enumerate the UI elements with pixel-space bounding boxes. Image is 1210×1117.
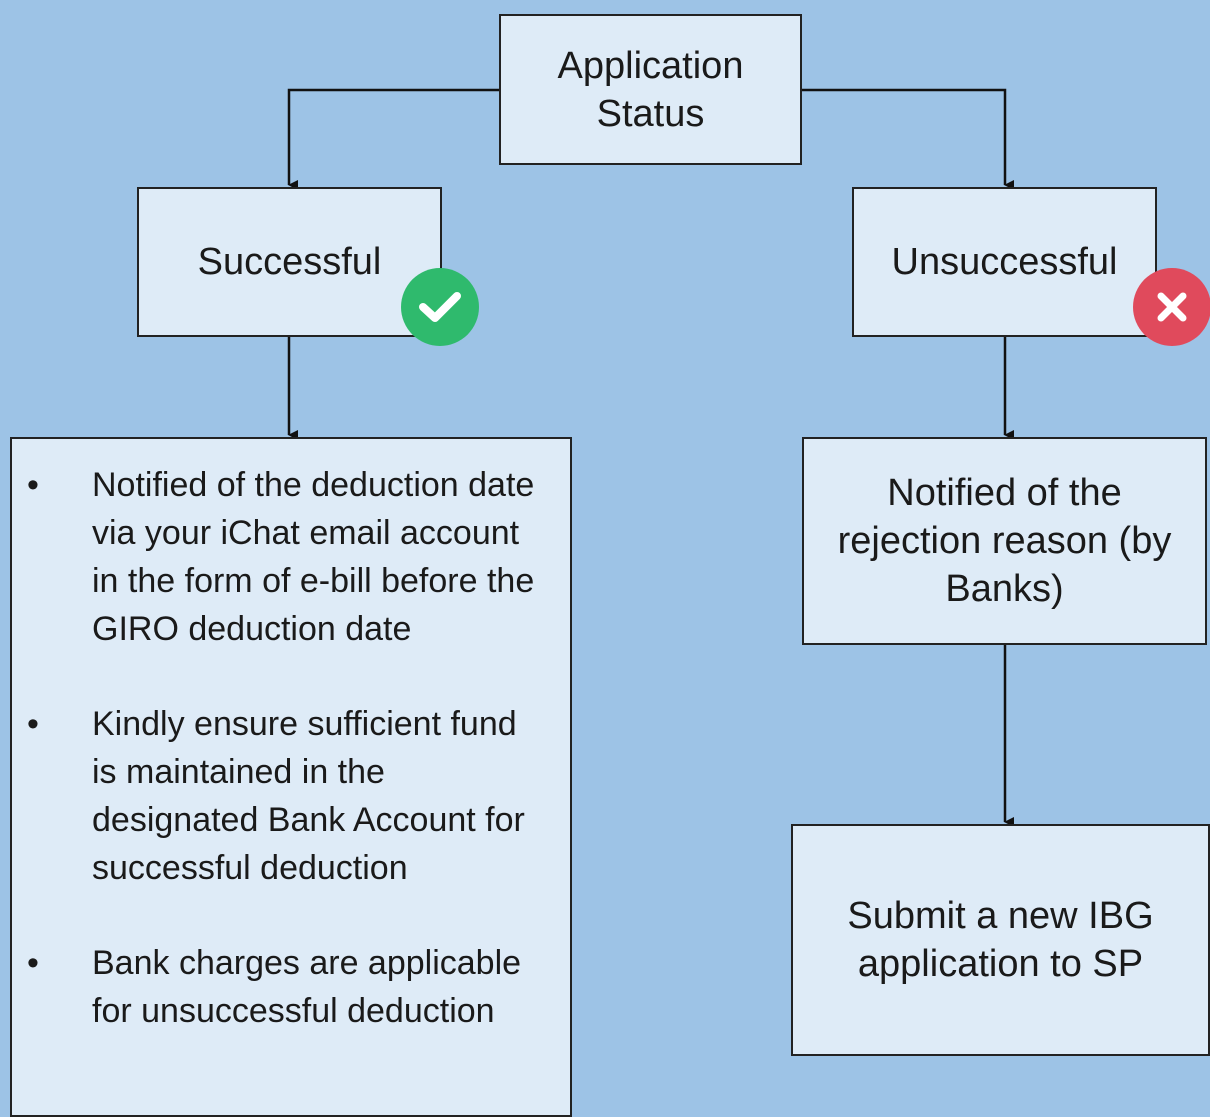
detail-text: Kindly ensure sufficient fund is maintai… bbox=[92, 705, 525, 887]
check-circle-icon bbox=[401, 268, 479, 346]
unsuccessful-label: Unsuccessful bbox=[891, 241, 1118, 283]
successful-label: Successful bbox=[197, 241, 382, 283]
application-status-node: Application Status bbox=[499, 14, 802, 165]
success-details-list: • Notified of the deduction date via you… bbox=[12, 461, 550, 1035]
rejection-reason-label: Notified of the rejection reason (by Ban… bbox=[837, 472, 1172, 610]
detail-text: Bank charges are applicable for unsucces… bbox=[92, 944, 522, 1030]
bullet: • bbox=[27, 944, 39, 982]
list-item: • Bank charges are applicable for unsucc… bbox=[12, 939, 550, 1035]
application-status-label: Application Status bbox=[557, 44, 744, 135]
connector-status-to-successful bbox=[287, 88, 499, 190]
success-details-node: • Notified of the deduction date via you… bbox=[10, 437, 572, 1117]
resubmit-node: Submit a new IBG application to SP bbox=[791, 824, 1210, 1056]
bullet: • bbox=[27, 466, 39, 504]
list-item: • Notified of the deduction date via you… bbox=[12, 461, 550, 653]
list-item: • Kindly ensure sufficient fund is maint… bbox=[12, 700, 550, 892]
unsuccessful-node: Unsuccessful bbox=[852, 187, 1157, 337]
x-circle-icon bbox=[1133, 268, 1210, 346]
successful-node: Successful bbox=[137, 187, 442, 337]
detail-text: Notified of the deduction date via your … bbox=[92, 466, 535, 648]
bullet: • bbox=[27, 705, 39, 743]
resubmit-label: Submit a new IBG application to SP bbox=[847, 895, 1154, 985]
rejection-reason-node: Notified of the rejection reason (by Ban… bbox=[802, 437, 1207, 645]
connector-status-to-unsuccessful bbox=[802, 88, 1014, 190]
